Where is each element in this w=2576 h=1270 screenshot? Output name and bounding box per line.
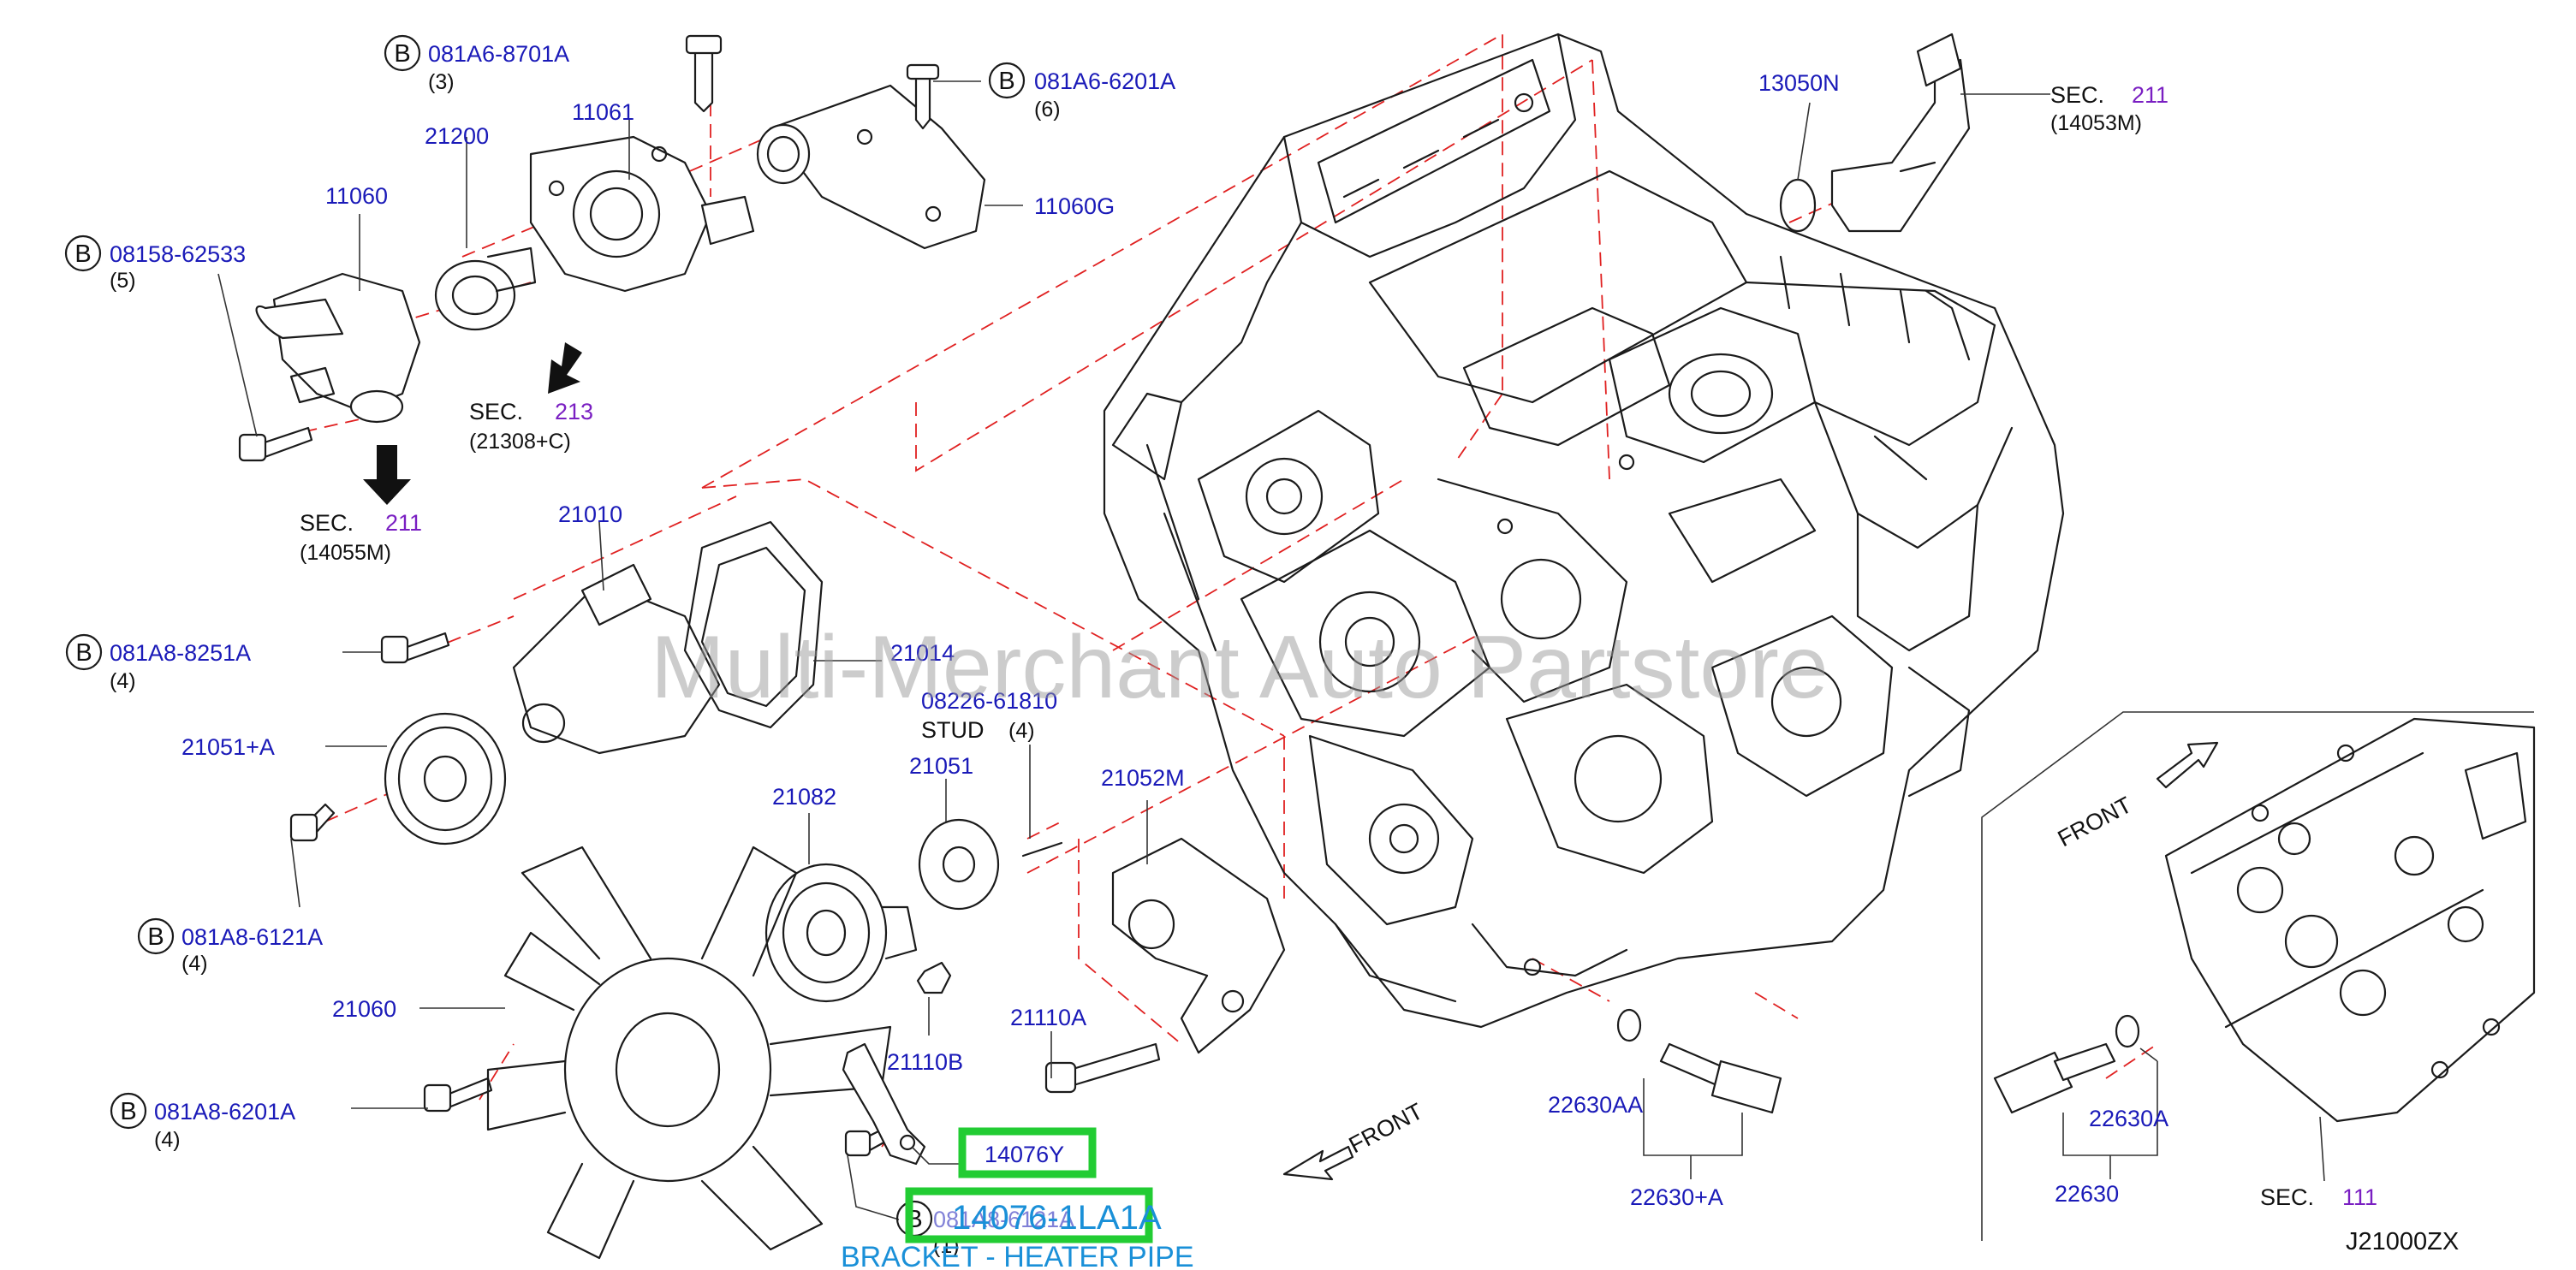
svg-text:B: B	[147, 923, 164, 951]
callout-21082[interactable]: 21082	[772, 784, 836, 810]
callout-22630-plus-a[interactable]: 22630+A	[1630, 1184, 1723, 1210]
svg-text:B: B	[998, 68, 1014, 95]
callout-08158-62533[interactable]: 08158-62533	[110, 241, 246, 267]
callout-081A8-6121A-single[interactable]: 081A8-6121A	[933, 1207, 1074, 1232]
svg-text:B: B	[75, 639, 92, 667]
callout-11061[interactable]: 11061	[572, 99, 634, 125]
callout-21051-plus-a[interactable]: 21051+A	[181, 734, 275, 760]
callout-081A6-6201A[interactable]: 081A6-6201A	[1034, 68, 1175, 94]
svg-text:(14053M): (14053M)	[2050, 111, 2142, 135]
svg-text:SEC.: SEC.	[2050, 82, 2104, 108]
callout-22630[interactable]: 22630	[2055, 1181, 2119, 1207]
callout-081A8-6201A[interactable]: 081A8-6201A	[154, 1099, 295, 1125]
callout-qty: (4)	[110, 669, 136, 693]
callout-081A8-8251A[interactable]: 081A8-8251A	[110, 640, 251, 666]
callout-081A6-8701A[interactable]: 081A6-8701A	[428, 41, 569, 67]
front-label-inset: FRONT	[2054, 792, 2136, 852]
inset-cylinder-head	[1981, 711, 2536, 1241]
callout-21110A[interactable]: 21110A	[1010, 1005, 1086, 1030]
callout-21200[interactable]: 21200	[425, 123, 489, 149]
drawing-id: J21000ZX	[2346, 1228, 2459, 1255]
section-references: SEC. 211 (14053M) SEC. 213 (21308+C) SEC…	[300, 82, 2377, 1210]
callout-22630A[interactable]: 22630A	[2089, 1106, 2168, 1131]
callout-21051[interactable]: 21051	[909, 753, 973, 779]
section-211-link[interactable]: 211	[385, 510, 422, 536]
callout-081A8-6121A[interactable]: 081A8-6121A	[181, 924, 323, 950]
svg-text:B: B	[120, 1098, 136, 1125]
callout-11060G[interactable]: 11060G	[1034, 193, 1115, 219]
highlight-box-14076Y	[958, 1127, 1097, 1178]
highlight-group: 14076Y 14076-1LA1A BRACKET - HEATER PIPE	[841, 1127, 1194, 1270]
svg-text:(21308+C): (21308+C)	[469, 430, 571, 454]
svg-text:B: B	[74, 240, 91, 268]
callout-22630AA[interactable]: 22630AA	[1548, 1092, 1643, 1118]
section-111-link[interactable]: 111	[2342, 1184, 2377, 1210]
callout-11060[interactable]: 11060	[325, 183, 388, 209]
callout-21052M[interactable]: 21052M	[1101, 765, 1185, 791]
callout-qty: (4)	[181, 952, 208, 976]
callout-21110B[interactable]: 21110B	[887, 1049, 963, 1075]
callout-13050N[interactable]: 13050N	[1758, 70, 1840, 96]
highlight-part-number[interactable]: 14076-1LA1A	[952, 1199, 1162, 1237]
svg-text:SEC.: SEC.	[300, 510, 354, 536]
callout-14076Y[interactable]: 14076Y	[985, 1142, 1064, 1167]
callout-qty: (4)	[154, 1128, 181, 1152]
callout-21014[interactable]: 21014	[890, 640, 955, 666]
cooling-fan-drawing	[486, 846, 892, 1260]
front-label: FRONT	[1345, 1098, 1427, 1158]
callout-21010[interactable]: 21010	[558, 501, 622, 527]
leader-lines	[217, 80, 2325, 1220]
callout-stud-label: STUD	[921, 717, 985, 743]
svg-text:SEC.: SEC.	[2260, 1184, 2314, 1210]
svg-text:SEC.: SEC.	[469, 399, 523, 424]
engine-block-drawing	[1103, 33, 2065, 1029]
svg-text:B: B	[394, 40, 410, 68]
callout-qty: (6)	[1034, 98, 1061, 122]
section-211-link[interactable]: 211	[2132, 82, 2168, 108]
parts-drawings	[238, 33, 1971, 1260]
watermark: Multi-Merchant Auto Partstore	[651, 618, 1829, 717]
highlight-box-part-number	[905, 1187, 1153, 1243]
callout-21060[interactable]: 21060	[332, 996, 396, 1022]
section-213-link[interactable]: 213	[555, 399, 593, 424]
svg-text:(14055M): (14055M)	[300, 541, 391, 565]
callout-qty: (4)	[1008, 719, 1035, 743]
callout-qty: (3)	[428, 70, 455, 94]
callout-labels: 081A6-8701A (3) 21200 11061 081A6-6201A …	[110, 41, 2168, 1258]
callout-qty: (5)	[110, 269, 136, 293]
callout-08226-61810[interactable]: 08226-61810	[921, 688, 1057, 714]
highlight-part-description[interactable]: BRACKET - HEATER PIPE	[841, 1241, 1194, 1270]
